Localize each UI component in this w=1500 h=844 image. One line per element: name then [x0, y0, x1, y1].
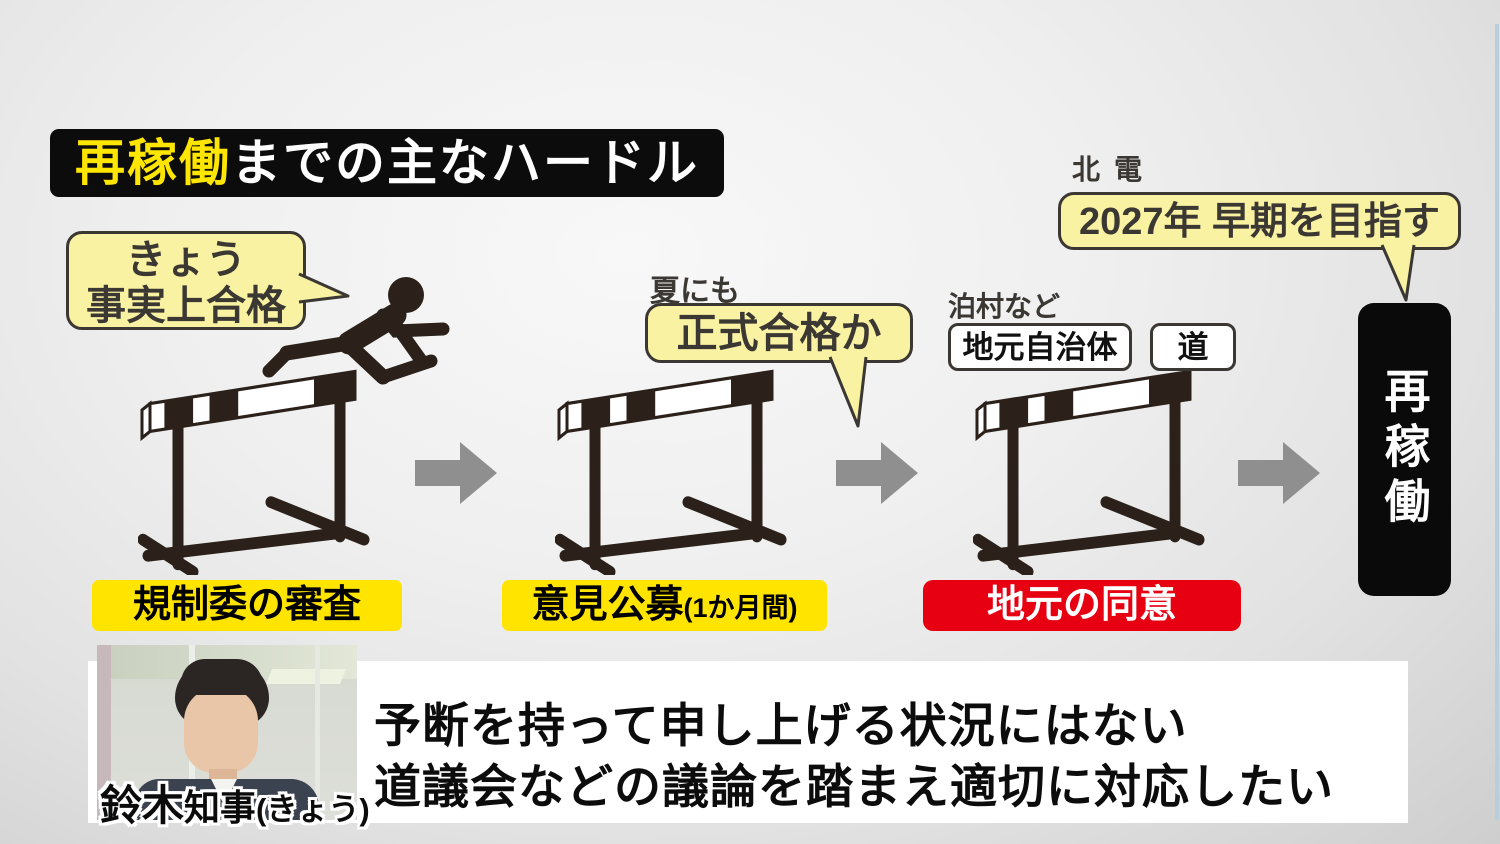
callout-step2: 正式合格か — [645, 303, 913, 363]
hurdle-icon — [138, 369, 370, 575]
arrow-right-icon — [415, 442, 497, 504]
step-label-regulator-review: 規制委の審査 — [92, 580, 402, 631]
company-note: 北電 — [1072, 154, 1157, 185]
speaker-photo — [97, 645, 357, 820]
photo-ceiling-light — [265, 669, 347, 684]
speaker-caption: 鈴木知事(きょう) — [100, 772, 370, 833]
photo-pillar — [97, 645, 111, 820]
callout-step1-tail — [298, 272, 350, 304]
callout-goal: 2027年 早期を目指す — [1058, 192, 1461, 250]
callout-step2-tail — [828, 356, 868, 428]
timing-note-step2: 夏にも — [650, 275, 740, 308]
step-label-public-comment-main: 意見公募 — [531, 584, 684, 626]
title-highlight: 再稼働 — [75, 135, 231, 191]
party-box-prefecture: 道 — [1150, 323, 1236, 371]
speaker-note: (きょう) — [256, 792, 370, 827]
arrow-right-icon — [836, 442, 918, 504]
photo-person-fringe — [181, 659, 263, 695]
hurdle-icon — [555, 369, 787, 575]
page-title: 再稼働までの主なハードル — [50, 129, 724, 197]
arrow-right-icon — [1238, 442, 1320, 504]
callout-step1: きょう 事実上合格 — [66, 231, 306, 330]
hurdler-runner-icon — [262, 277, 450, 385]
quote-line1: 予断を持って申し上げる状況にはない — [374, 699, 1188, 752]
title-rest: までの主なハードル — [231, 135, 699, 191]
speaker-title: 知事 — [184, 787, 257, 828]
speaker-surname: 鈴木 — [100, 782, 185, 829]
callout-step1-line1: きょう — [126, 238, 246, 282]
callout-step1-line2: 事実上合格 — [86, 284, 286, 328]
step-label-local-consent: 地元の同意 — [923, 580, 1241, 631]
photo-glass-frame — [315, 645, 320, 820]
party-box-local-government: 地元自治体 — [948, 323, 1132, 371]
parties-note-step3: 泊村など — [948, 291, 1061, 322]
step-label-public-comment-duration: (1か月間) — [683, 593, 798, 623]
hurdle-icon — [973, 369, 1205, 575]
right-edge-line — [1495, 24, 1499, 820]
photo-person-face — [184, 687, 258, 773]
callout-goal-tail — [1380, 244, 1416, 302]
step-label-public-comment: 意見公募(1か月間) — [502, 580, 827, 631]
quote-line2: 道議会などの議論を踏まえ適切に対応したい — [374, 760, 1334, 813]
restart-goal-box: 再稼働 — [1358, 303, 1451, 596]
